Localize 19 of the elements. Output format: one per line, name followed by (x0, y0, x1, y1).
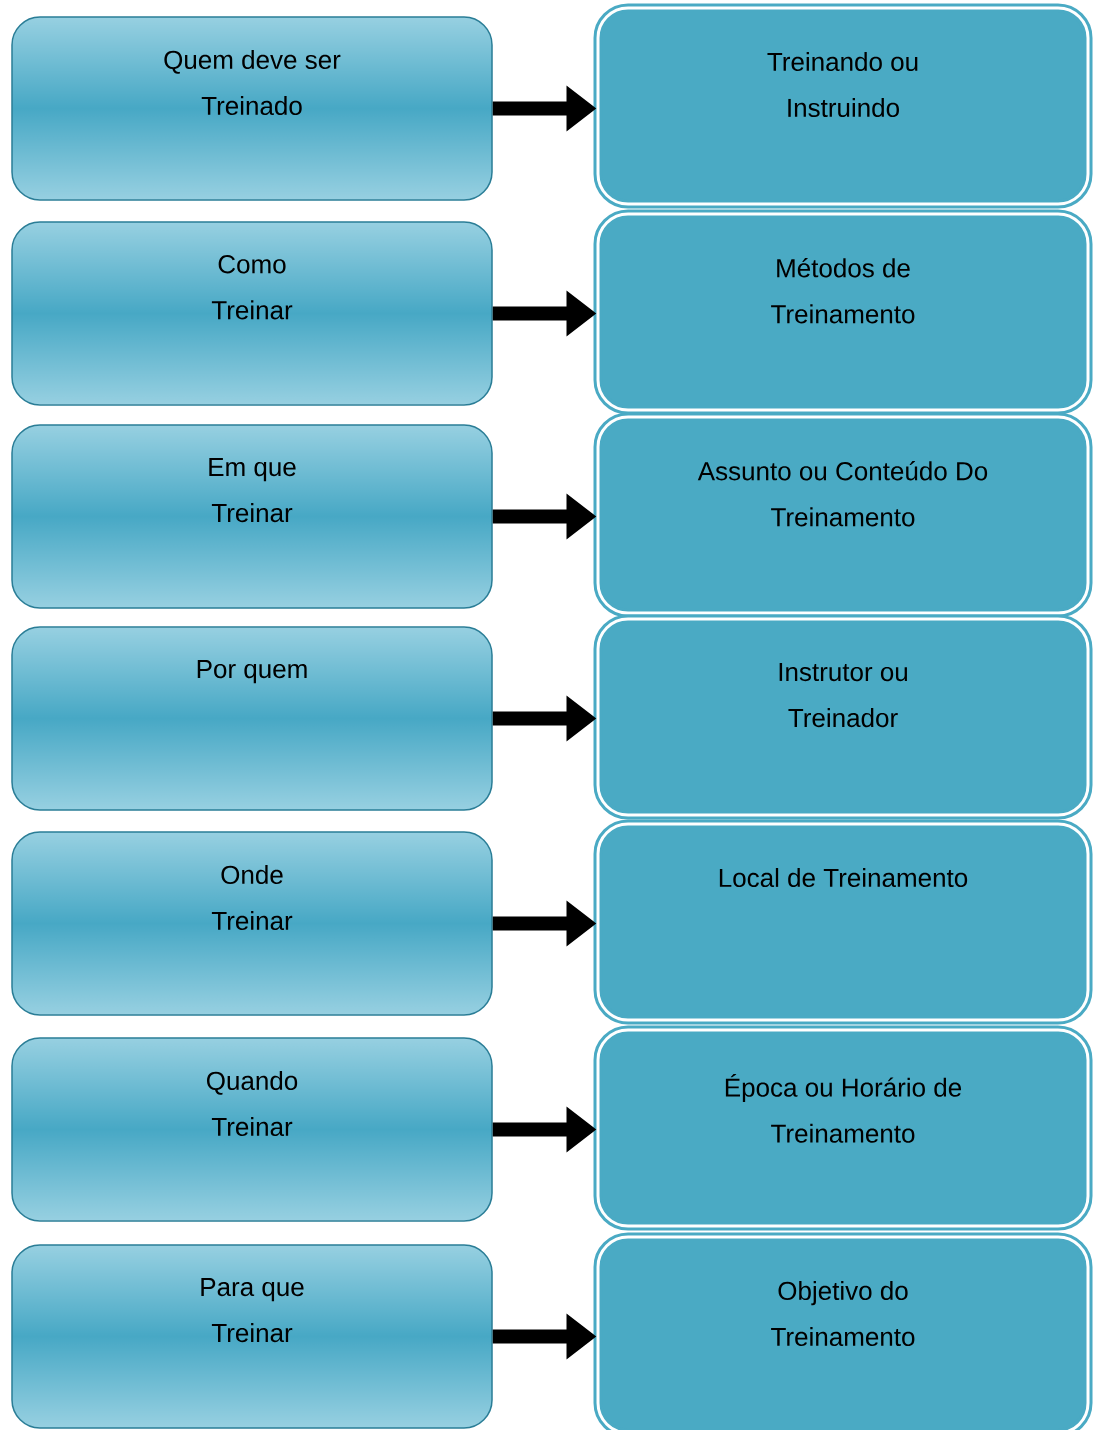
process-box: Onde Treinar (11, 831, 493, 1016)
process-box: Época ou Horário de Treinamento (593, 1025, 1093, 1231)
process-box: Instrutor ou Treinador (593, 614, 1093, 820)
process-box: Treinando ou Instruindo (593, 3, 1093, 209)
process-box: Objetivo do Treinamento (593, 1232, 1093, 1430)
node-label: Local de Treinamento (719, 868, 968, 888)
process-box: Local de Treinamento (593, 819, 1093, 1025)
node-label: Época ou Horário de Treinamento (725, 1074, 962, 1143)
process-box: Por quem (11, 626, 493, 811)
process-box: Em que Treinar (11, 424, 493, 609)
process-box: Assunto ou Conteúdo Do Treinamento (593, 412, 1093, 618)
process-box: Para que Treinar (11, 1244, 493, 1429)
node-label: Objetivo do Treinamento (771, 1281, 915, 1347)
node-label: Treinando ou Instruindo (767, 52, 918, 118)
process-box: Quem deve ser Treinado (11, 16, 493, 201)
node-label: Métodos de Treinamento (771, 258, 915, 324)
process-box: Como Treinar (11, 221, 493, 406)
process-box: Métodos de Treinamento (593, 209, 1093, 415)
process-box: Quando Treinar (11, 1037, 493, 1222)
